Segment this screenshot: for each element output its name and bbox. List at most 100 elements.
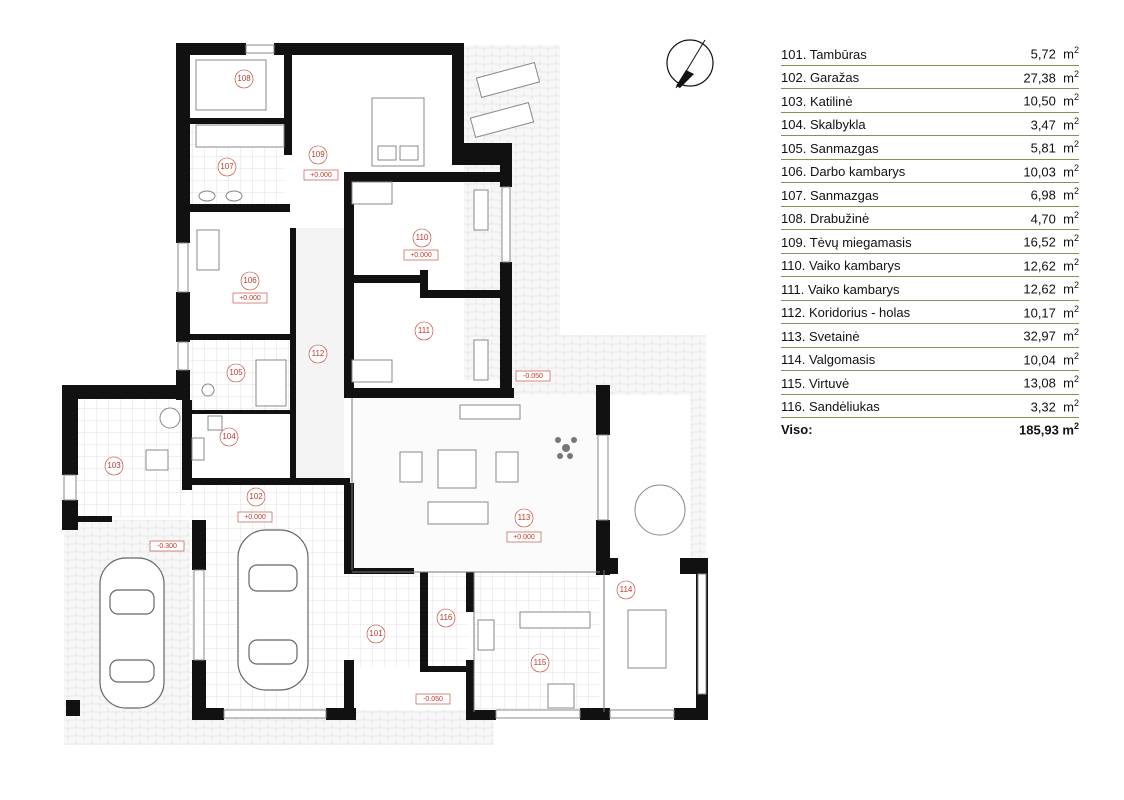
legend-unit-exp: 2 <box>1073 397 1079 408</box>
legend-area-value: 27,38 <box>1023 70 1056 85</box>
room-label-106: 106 <box>243 276 257 285</box>
legend-unit: m <box>1063 211 1074 226</box>
legend-room-id: 103 <box>781 93 803 109</box>
legend-area-value: 10,17 <box>1023 305 1056 320</box>
legend-unit: m <box>1063 164 1074 179</box>
legend-room-area: 12,62 m2 <box>1023 280 1079 296</box>
legend-room-id: 112 <box>781 305 802 320</box>
legend-room-area: 10,04 m2 <box>1023 351 1079 367</box>
legend-room-title: Katilinė <box>809 93 853 109</box>
legend-row: 113. Svetainė 32,97 m2 <box>781 324 1079 348</box>
legend-total-unit-exp: 2 <box>1073 420 1079 431</box>
legend-room-title: Koridorius - holas <box>808 305 911 320</box>
legend-room-name: 116. Sandėliukas <box>781 399 880 414</box>
legend-unit-exp: 2 <box>1073 303 1079 314</box>
legend-unit-exp: 2 <box>1073 162 1079 173</box>
legend-room-area: 27,38 m2 <box>1023 69 1079 85</box>
level-mark-entrance: -0.050 <box>423 696 443 703</box>
legend-room-id: 106 <box>781 164 803 179</box>
legend-room-name: 113. Svetainė <box>781 328 860 344</box>
legend-unit-exp: 2 <box>1073 327 1079 338</box>
legend-unit: m <box>1063 305 1074 320</box>
legend-unit-exp: 2 <box>1073 115 1079 126</box>
level-mark-garage-outside: -0.300 <box>157 543 177 550</box>
level-mark-109: +0.000 <box>310 172 332 179</box>
legend-room-area: 3,47 m2 <box>1031 116 1079 132</box>
legend-room-id: 111 <box>781 281 801 297</box>
legend-room-title: Tėvų miegamasis <box>809 234 912 250</box>
legend-unit-exp: 2 <box>1073 92 1079 103</box>
legend-area-value: 12,62 <box>1023 258 1056 273</box>
legend-room-title: Sandėliukas <box>808 399 880 414</box>
legend-room-name: 103. Katilinė <box>781 93 853 109</box>
legend-unit: m <box>1063 140 1074 156</box>
legend-total-unit: m <box>1062 422 1074 437</box>
legend-unit-exp: 2 <box>1073 45 1079 56</box>
legend-area-value: 10,03 <box>1023 164 1056 179</box>
legend-unit: m <box>1063 70 1074 85</box>
legend-room-area: 13,08 m2 <box>1023 374 1079 390</box>
legend-room-id: 116 <box>781 399 802 414</box>
room-label-114: 114 <box>620 585 633 594</box>
legend-unit: m <box>1063 352 1074 367</box>
walls <box>62 43 708 720</box>
legend-room-area: 12,62 m2 <box>1023 257 1079 273</box>
legend-room-title: Vaiko kambarys <box>808 258 901 273</box>
plant-icon <box>555 437 577 459</box>
legend-room-name: 110. Vaiko kambarys <box>781 258 901 273</box>
legend-room-id: 115 <box>781 375 802 391</box>
room-label-105: 105 <box>229 368 243 377</box>
legend-room-id: 113 <box>781 328 802 344</box>
legend-area-value: 4,70 <box>1030 211 1056 226</box>
legend-room-title: Tambūras <box>809 46 867 62</box>
legend-row: 104. Skalbykla 3,47 m2 <box>781 113 1079 136</box>
legend-total-value: 185,93 <box>1019 422 1059 437</box>
legend-room-id: 105 <box>781 140 803 156</box>
room-label-108: 108 <box>237 74 251 83</box>
room-label-102: 102 <box>249 492 263 501</box>
legend-unit-exp: 2 <box>1073 209 1079 220</box>
legend-room-name: 112. Koridorius - holas <box>781 305 911 320</box>
legend-room-title: Valgomasis <box>808 352 876 367</box>
level-mark-113: +0.000 <box>513 534 535 541</box>
legend-room-title: Drabužinė <box>809 211 870 226</box>
legend-area-value: 13,08 <box>1023 375 1056 391</box>
legend-area-value: 5,81 <box>1030 140 1056 156</box>
legend-room-id: 104 <box>781 117 803 132</box>
legend-row: 108. Drabužinė 4,70 m2 <box>781 207 1079 230</box>
legend-unit-exp: 2 <box>1073 186 1079 197</box>
room-label-101: 101 <box>369 629 383 638</box>
legend-room-name: 104. Skalbykla <box>781 117 866 132</box>
legend-room-id: 109 <box>781 234 803 250</box>
legend-area-value: 6,98 <box>1030 187 1056 203</box>
legend-room-title: Vaiko kambarys <box>808 281 900 297</box>
legend-area-value: 12,62 <box>1023 281 1056 297</box>
level-mark-102: +0.000 <box>244 514 266 521</box>
legend-room-name: 106. Darbo kambarys <box>781 164 906 179</box>
legend-unit: m <box>1063 117 1074 132</box>
legend-unit-exp: 2 <box>1073 233 1079 244</box>
room-label-110: 110 <box>416 233 429 242</box>
legend-room-title: Svetainė <box>808 328 860 344</box>
legend-area-value: 10,50 <box>1023 93 1056 109</box>
windows <box>63 44 707 719</box>
legend-area-value: 10,04 <box>1023 352 1056 367</box>
level-marks: +0.000 +0.000 +0.000 +0.000 +0.000 -0.30… <box>149 169 551 705</box>
legend-room-area: 32,97 m2 <box>1023 327 1079 343</box>
furniture <box>145 59 686 709</box>
legend-room-title: Virtuvė <box>808 375 850 391</box>
legend-room-area: 4,70 m2 <box>1031 210 1079 226</box>
legend-room-area: 10,03 m2 <box>1023 163 1079 179</box>
legend-total-area: 185,93 m2 <box>1019 421 1079 437</box>
legend-room-name: 102. Garažas <box>781 70 860 85</box>
partitions <box>351 398 605 712</box>
legend-unit: m <box>1063 234 1074 250</box>
legend-room-name: 108. Drabužinė <box>781 211 870 226</box>
legend-room-name: 111. Vaiko kambarys <box>781 281 900 297</box>
legend-unit: m <box>1063 93 1074 109</box>
legend-area-value: 5,72 <box>1030 46 1056 62</box>
legend-row: 112. Koridorius - holas 10,17 m2 <box>781 301 1079 324</box>
